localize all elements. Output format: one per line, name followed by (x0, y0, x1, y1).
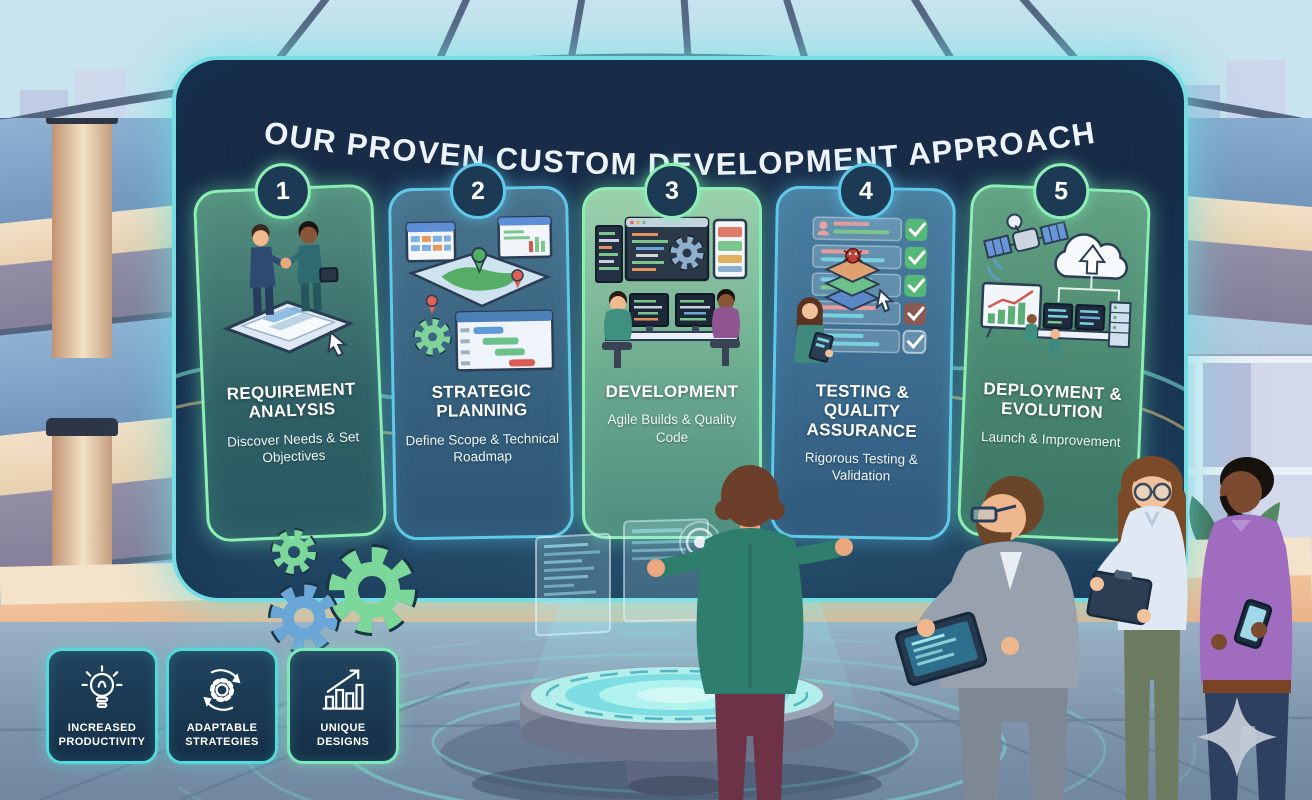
step-card-requirement-analysis: 1 REQUIREMENT ANALYSIS Discover (192, 162, 388, 543)
step-title: DEVELOPMENT (605, 382, 739, 401)
benefit-label: ADAPTABLE STRATEGIES (185, 721, 259, 748)
cursor-icon (875, 288, 895, 313)
connection-lines (1057, 275, 1121, 303)
step-number: 3 (665, 176, 679, 205)
monitor (629, 293, 669, 332)
gear-icon (326, 544, 418, 636)
step-card-testing-qa: 4 (769, 162, 957, 541)
consultant-figure (895, 476, 1079, 800)
checklist-rows (810, 216, 903, 354)
glasses-icon (970, 504, 1017, 523)
developers-coding-illustration (595, 216, 748, 368)
growth-chart-icon (322, 669, 364, 710)
briefcase-icon (319, 267, 339, 283)
benefit-label: UNIQUE DESIGNS (316, 721, 370, 748)
location-pin-icon (425, 294, 439, 314)
location-pin-icon (471, 247, 488, 274)
code-window (624, 216, 710, 282)
location-pin-icon (511, 269, 524, 289)
monitor (675, 293, 715, 332)
satellite-icon (983, 213, 1070, 259)
step-number: 5 (1053, 176, 1069, 205)
gear-icon (669, 235, 705, 271)
glasses-icon (1133, 482, 1172, 502)
handshake-on-tablet-illustration (222, 221, 355, 358)
layer-stack (823, 248, 882, 311)
cloud-upload-icon (1054, 233, 1128, 280)
step-subtitle: Define Scope & Technical Roadmap (405, 430, 560, 465)
gear-icon (413, 317, 453, 357)
step-number-badge: 3 (644, 163, 700, 219)
cloud-deployment-illustration (980, 213, 1132, 356)
gear-icon (268, 582, 340, 654)
signal-waves (986, 258, 1004, 281)
gear-cycle-icon (203, 668, 241, 711)
step-number: 1 (275, 176, 291, 205)
chart-window (497, 215, 553, 259)
step-title: TESTING & QUALITY ASSURANCE (806, 381, 918, 441)
benefit-badge-productivity: INCREASED PRODUCTIVITY (46, 648, 158, 764)
smartphone (1233, 599, 1273, 649)
map-gantt-roadmap-illustration (405, 215, 555, 372)
belt (1203, 680, 1291, 693)
gantt-chart (454, 309, 555, 372)
qa-checklist-illustration (793, 216, 928, 364)
step-subtitle: Discover Needs & Set Objectives (226, 428, 360, 466)
handshake-hands (280, 257, 292, 269)
step-title: DEPLOYMENT & EVOLUTION (983, 379, 1123, 423)
step-subtitle: Agile Builds & Quality Code (607, 412, 737, 445)
column (46, 118, 118, 358)
atrium-left-balconies (0, 118, 530, 680)
presenter-figure (647, 465, 853, 800)
stakeholder-figure (285, 221, 339, 312)
server-rack (1107, 301, 1132, 349)
analytics-board (980, 281, 1043, 340)
presentation-screen: OUR PROVEN CUSTOM DEVELOPMENT APPROACH 1 (172, 56, 1188, 602)
ops-desk (1024, 302, 1113, 356)
step-title: STRATEGIC PLANNING (431, 381, 532, 422)
step-title: REQUIREMENT ANALYSIS (226, 379, 356, 423)
developer-figure (710, 289, 740, 366)
step-card-strategic-planning: 2 (387, 162, 575, 541)
step-number: 4 (858, 176, 874, 205)
developer-purple-figure (1199, 457, 1293, 800)
tester-figure (793, 297, 834, 364)
sparkle-watermark (1197, 697, 1277, 777)
analyst-figure (1086, 456, 1188, 800)
bug-icon (843, 248, 863, 264)
gears-decoration (268, 528, 418, 654)
benefit-badge-designs: UNIQUE DESIGNS (287, 648, 399, 764)
client-figure (249, 224, 286, 316)
developer-figure (602, 291, 632, 368)
benefit-badge-strategies: ADAPTABLE STRATEGIES (166, 648, 278, 764)
checkmark-icon (902, 218, 928, 354)
gear-icon (270, 528, 318, 576)
step-card-deployment-evolution: 5 (956, 162, 1152, 543)
data-window (405, 221, 457, 263)
step-number: 2 (470, 176, 486, 205)
cursor-icon (327, 330, 348, 358)
mobile-mockup (712, 218, 748, 280)
benefit-label: INCREASED PRODUCTIVITY (58, 721, 146, 748)
lightbulb-icon (81, 665, 123, 708)
